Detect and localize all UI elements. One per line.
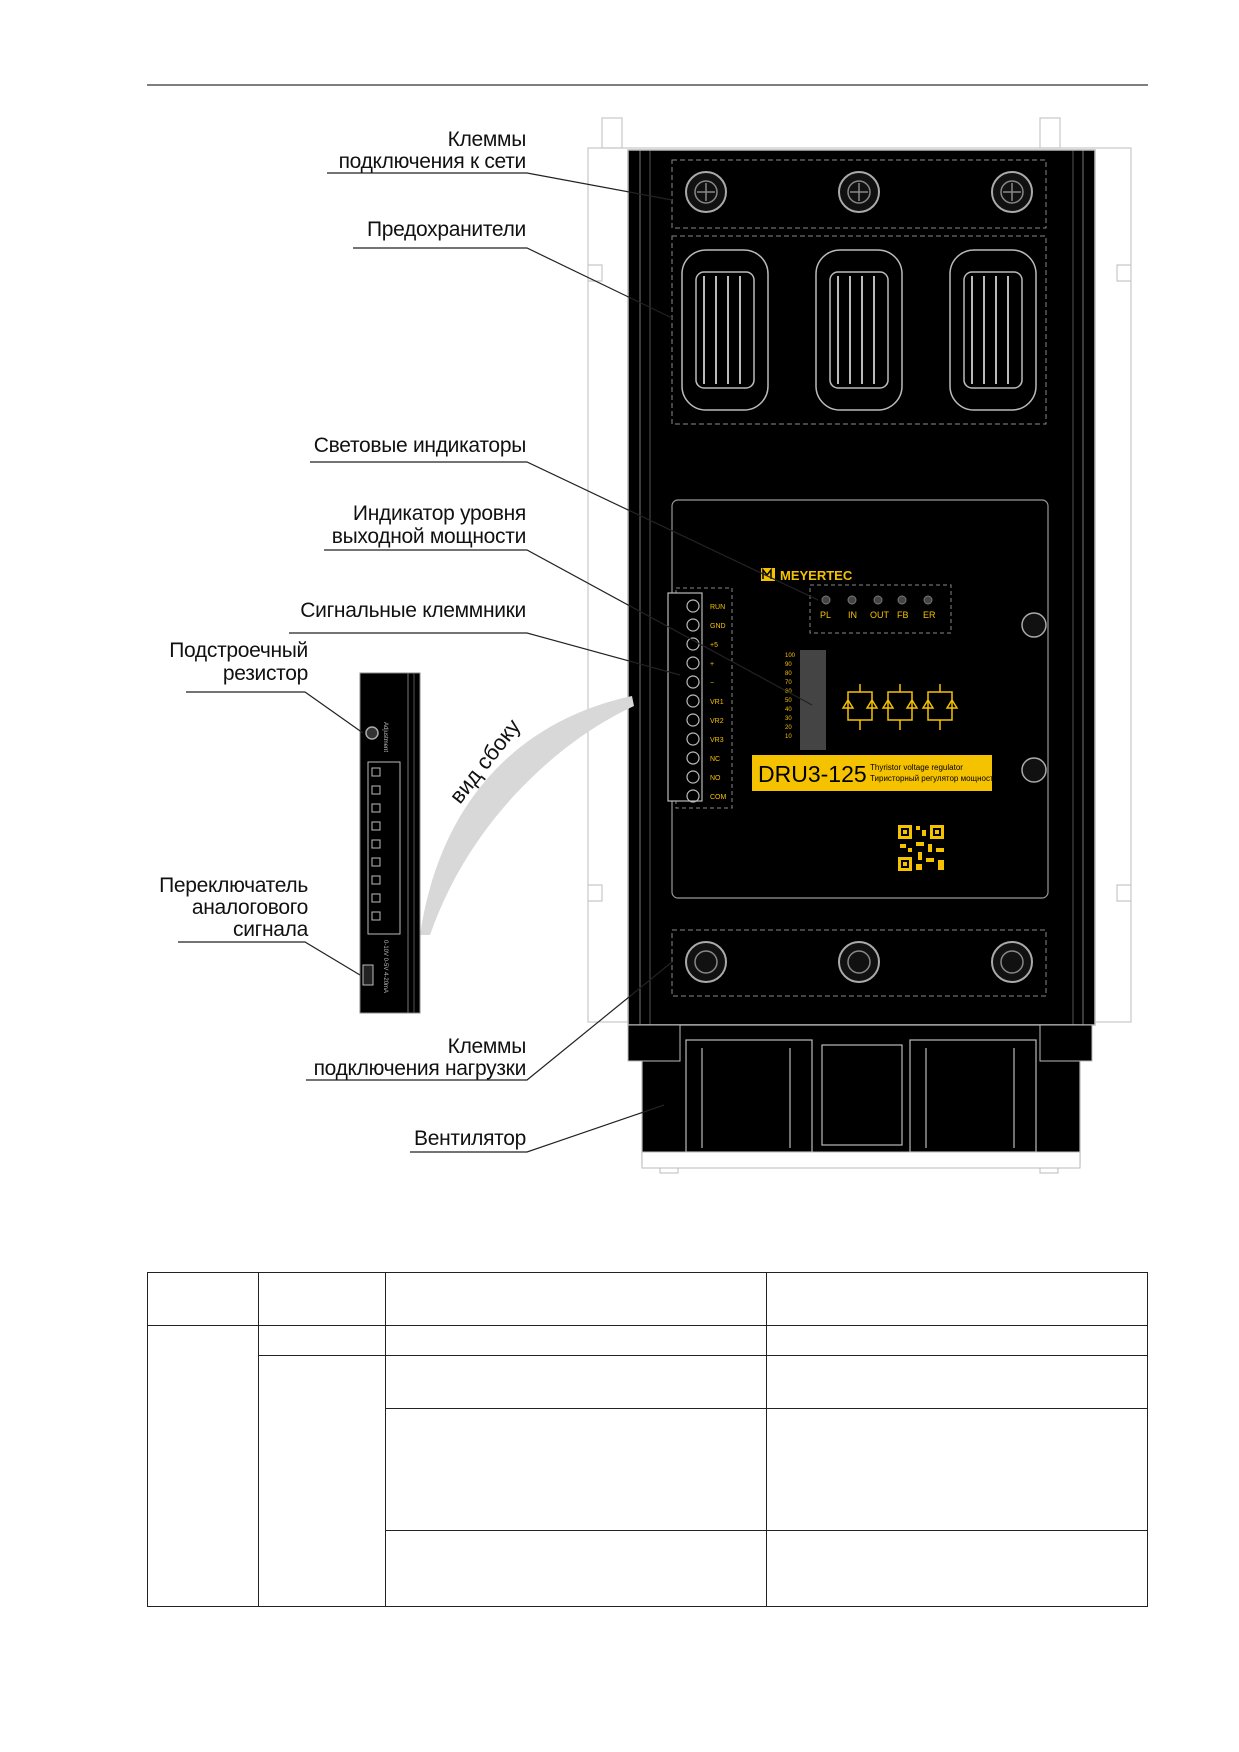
table-cell <box>766 1530 1148 1607</box>
led-label: ER <box>923 610 936 620</box>
terminal-label: NO <box>710 775 721 782</box>
signal-terminal-strip: RUN GND +5 + − VR1 VR2 VR3 NC NO COM <box>667 587 733 809</box>
svg-text:20: 20 <box>785 725 792 731</box>
led-label: PL <box>820 610 831 620</box>
spec-table <box>147 1272 1148 1607</box>
svg-text:80: 80 <box>785 671 792 677</box>
mains-terminal-block <box>671 159 1047 229</box>
label-fan: Вентилятор <box>414 1127 526 1150</box>
table-row <box>147 1272 1148 1326</box>
label-load-terminals-2: подключения нагрузки <box>314 1057 526 1080</box>
table-cell <box>385 1408 767 1531</box>
svg-text:40: 40 <box>785 707 792 713</box>
terminal-label: +5 <box>710 642 718 649</box>
trim-resistor-icon <box>365 726 379 740</box>
label-trim-resistor-2: резистор <box>223 662 308 685</box>
led-label: FB <box>897 610 909 620</box>
label-trim-resistor: Подстроечный <box>169 639 308 662</box>
fan-unit <box>627 1024 1093 1174</box>
led-pl <box>821 595 831 605</box>
table-cell <box>766 1408 1148 1531</box>
terminal-label: VR3 <box>710 737 724 744</box>
led-fb <box>897 595 907 605</box>
fuse <box>681 249 769 411</box>
svg-text:100: 100 <box>785 653 796 659</box>
svg-text:50: 50 <box>785 698 792 704</box>
load-terminal-screw <box>685 941 727 983</box>
side-adjust-label: Adjustment <box>382 722 388 752</box>
label-indicator-lights: Световые индикаторы <box>314 434 526 457</box>
label-power-indicator-2: выходной мощности <box>332 525 526 548</box>
table-cell <box>147 1325 259 1607</box>
label-mains-terminals-2: подключения к сети <box>339 150 526 173</box>
fuse <box>949 249 1037 411</box>
table-cell <box>385 1325 767 1356</box>
thyristor-symbol-icon <box>841 684 959 730</box>
terminal-label: VR2 <box>710 718 724 725</box>
svg-text:90: 90 <box>785 662 792 668</box>
side-switch-label: 0-10V 0-5V 4-20mA <box>382 940 388 993</box>
model-desc-ru: Тиристорный регулятор мощности <box>870 774 998 783</box>
table-cell <box>385 1355 767 1409</box>
device-diagram: MEYERTEC PL IN OUT FB ER 100 90 80 70 60… <box>147 84 1148 1174</box>
table-cell <box>766 1325 1148 1356</box>
table-row <box>148 1530 1148 1607</box>
table-cell <box>147 1272 259 1326</box>
label-signal-terminals: Сигнальные клеммники <box>300 599 526 622</box>
label-power-indicator: Индикатор уровня <box>353 502 526 525</box>
table-cell <box>385 1530 767 1607</box>
table-row <box>148 1355 1148 1607</box>
terminal-label: VR1 <box>710 699 724 706</box>
brand-name: MEYERTEC <box>780 568 853 583</box>
table-cell <box>258 1272 386 1326</box>
label-load-terminals: Клеммы <box>448 1035 526 1058</box>
table-cell <box>385 1272 767 1326</box>
label-analog-switch: Переключатель <box>159 874 308 897</box>
label-analog-switch-3: сигнала <box>233 918 309 941</box>
qr-code-icon <box>898 825 944 871</box>
led-label: OUT <box>870 610 890 620</box>
table-cell <box>766 1272 1148 1326</box>
load-terminal-block <box>671 929 1047 997</box>
leader-lines <box>178 172 819 1153</box>
svg-text:30: 30 <box>785 716 792 722</box>
table-cell <box>766 1355 1148 1409</box>
side-view-arrow <box>420 696 634 935</box>
table-cell <box>258 1355 386 1607</box>
fuse <box>815 249 903 411</box>
control-panel: MEYERTEC PL IN OUT FB ER 100 90 80 70 60… <box>671 499 1049 899</box>
analog-switch-icon <box>362 964 374 986</box>
svg-text:70: 70 <box>785 680 792 686</box>
table-row <box>147 1325 1148 1607</box>
label-fuses: Предохранители <box>367 218 526 241</box>
led-label: IN <box>848 610 857 620</box>
fuse-block <box>671 235 1047 425</box>
terminal-label: NC <box>710 756 720 763</box>
svg-text:10: 10 <box>785 734 792 740</box>
load-terminal-screw <box>838 941 880 983</box>
power-level-bar <box>800 650 826 750</box>
terminal-label: RUN <box>710 604 725 611</box>
table-cell <box>258 1325 386 1356</box>
side-view: вид сбоку Adjustment 0-10V 0-5V 4-20mA <box>359 672 634 1014</box>
led-in <box>847 595 857 605</box>
terminal-label: COM <box>710 794 727 801</box>
model-desc-en: Thyristor voltage regulator <box>870 763 963 772</box>
terminal-label: − <box>710 680 714 687</box>
label-mains-terminals: Клеммы <box>448 128 526 151</box>
led-er <box>923 595 933 605</box>
label-analog-switch-2: аналогового <box>192 896 308 919</box>
terminal-label: + <box>710 661 714 668</box>
model-name: DRU3-125 <box>758 761 867 787</box>
led-out <box>873 595 883 605</box>
terminal-label: GND <box>710 623 726 630</box>
load-terminal-screw <box>991 941 1033 983</box>
model-label <box>752 755 992 791</box>
